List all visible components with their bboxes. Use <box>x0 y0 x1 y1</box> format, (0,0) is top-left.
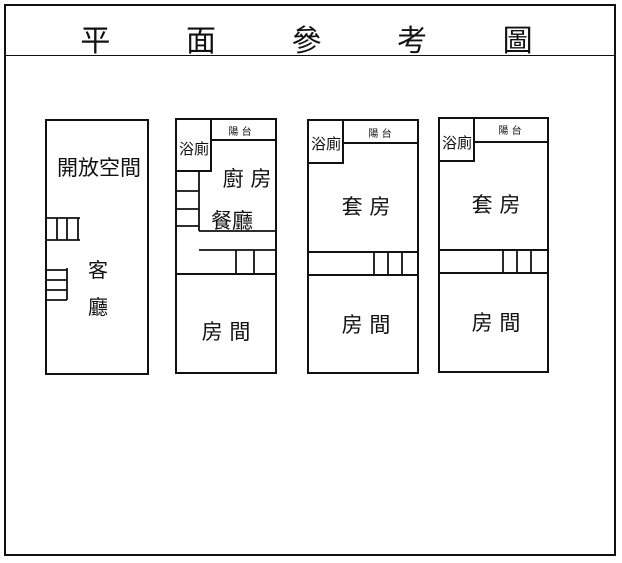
title-bar: 平 面 參 考 圖 <box>4 4 616 59</box>
plan-4-balcony-label: 陽 台 <box>498 124 521 137</box>
plan-1-stairs-upper <box>46 217 80 241</box>
floor-plan-4 <box>438 117 549 373</box>
plan-1-stairs-lower <box>46 268 68 301</box>
plan-1-open-space-label: 開放空間 <box>57 156 141 180</box>
page-title: 平 面 參 考 圖 <box>80 24 566 59</box>
plan-4-bathroom-label: 浴廁 <box>442 134 472 152</box>
plan-1-living-label-top: 客 <box>88 258 108 282</box>
plan-2-bathroom <box>175 118 212 172</box>
plan-3-balcony-label: 陽 台 <box>368 127 391 140</box>
floor-plan-3 <box>307 119 419 374</box>
plan-4-outline <box>438 117 549 373</box>
plan-2-dining-label: 餐廳 <box>211 209 253 233</box>
plan-1-outline <box>45 119 149 375</box>
plan-3-room-label: 房 間 <box>342 313 391 337</box>
plan-2-outline <box>175 118 277 374</box>
plan-2-balcony-label: 陽 台 <box>228 125 251 138</box>
plan-3-stairs <box>373 252 403 275</box>
plan-4-stairs <box>502 250 532 273</box>
page-frame <box>4 4 616 556</box>
plan-4-bathroom <box>438 117 475 162</box>
floor-plan-1 <box>45 119 149 375</box>
plan-4-suite-label: 套 房 <box>472 193 521 217</box>
plan-3-outline <box>307 119 419 374</box>
plan-3-bathroom-label: 浴廁 <box>311 135 341 153</box>
floor-plan-2 <box>175 118 277 374</box>
plan-2-kitchen-label: 廚 房 <box>223 167 272 191</box>
plan-3-suite-label: 套 房 <box>342 195 391 219</box>
plan-2-room-label: 房 間 <box>202 320 251 344</box>
plan-2-bathroom-label: 浴廁 <box>179 140 209 158</box>
plan-3-bathroom <box>307 119 344 164</box>
plan-2-stairs <box>176 171 276 274</box>
plan-4-room-label: 房 間 <box>472 311 521 335</box>
plan-1-living-label-bottom: 廳 <box>88 295 108 319</box>
